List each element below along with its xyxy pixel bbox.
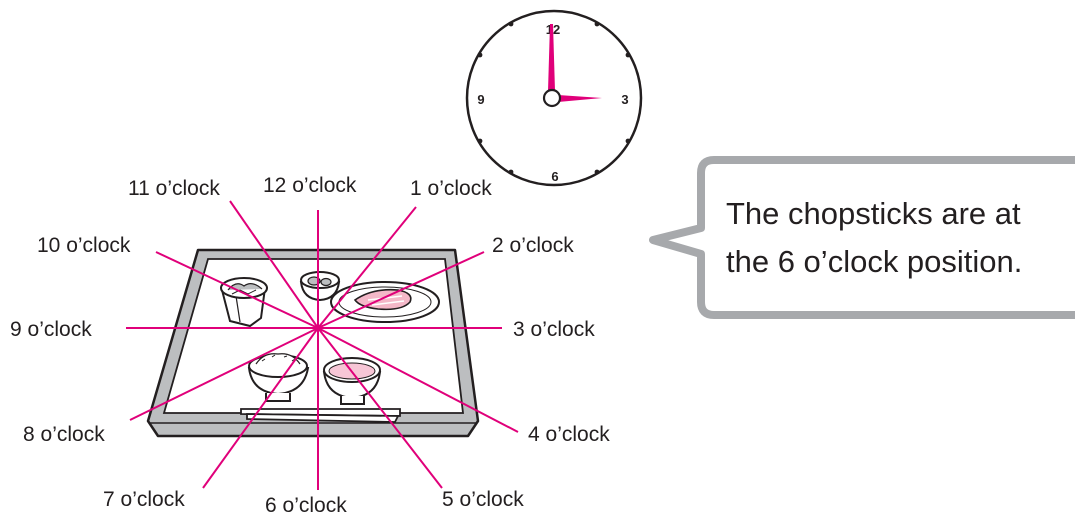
label-11-oclock: 11 o’clock <box>128 177 220 200</box>
speech-bubble-line-2: the 6 o’clock position. <box>726 238 1071 286</box>
label-9-oclock: 9 o’clock <box>10 318 92 341</box>
speech-bubble-text: The chopsticks are at the 6 o’clock posi… <box>726 190 1071 286</box>
label-6-oclock: 6 o’clock <box>265 494 347 517</box>
label-1-oclock: 1 o’clock <box>410 177 492 200</box>
label-2-oclock: 2 o’clock <box>492 234 574 257</box>
clock-numeral-9: 9 <box>477 92 484 107</box>
label-4-oclock: 4 o’clock <box>528 423 610 446</box>
label-8-oclock: 8 o’clock <box>23 423 105 446</box>
speech-bubble-line-1: The chopsticks are at <box>726 190 1071 238</box>
clock-numeral-6: 6 <box>551 169 558 184</box>
label-12-oclock: 12 o’clock <box>263 174 357 197</box>
label-3-oclock: 3 o’clock <box>513 318 595 341</box>
label-10-oclock: 10 o’clock <box>37 234 131 257</box>
clock-center-pin <box>544 90 560 106</box>
label-5-oclock: 5 o’clock <box>442 488 524 511</box>
fish-plate <box>331 282 439 322</box>
clock: 12 3 6 9 <box>467 11 641 185</box>
chopsticks <box>241 409 400 422</box>
clock-numeral-3: 3 <box>621 92 628 107</box>
tray-center-point <box>316 326 321 331</box>
label-7-oclock: 7 o’clock <box>103 488 185 511</box>
